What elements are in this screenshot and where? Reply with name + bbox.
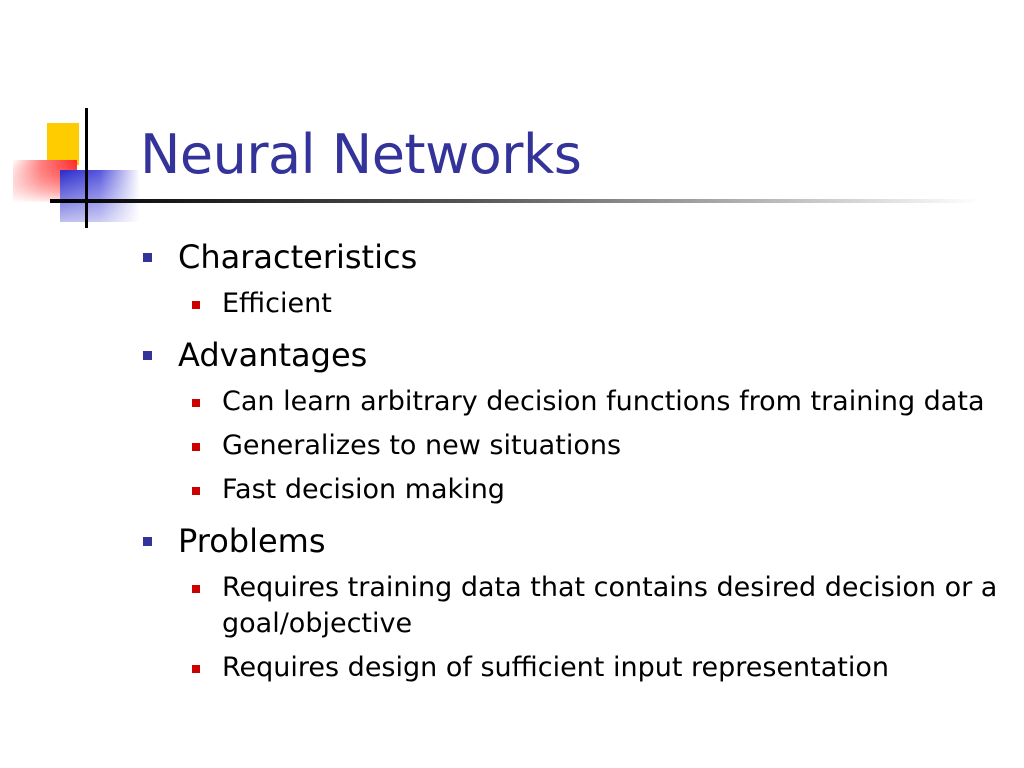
square-bullet-icon xyxy=(143,351,152,360)
sub-bullet-text: Fast decision making xyxy=(222,474,505,505)
sub-bullet-text: Requires training data that contains des… xyxy=(222,572,998,639)
bullet-label: Characteristics xyxy=(178,238,418,276)
sub-bullet-text: Can learn arbitrary decision functions f… xyxy=(222,386,985,417)
sub-bullet-fast-decision: Fast decision making xyxy=(140,472,1010,508)
sub-bullet-text: Requires design of sufficient input repr… xyxy=(222,652,890,683)
square-bullet-icon xyxy=(192,301,200,309)
logo-vertical-line xyxy=(85,108,88,228)
square-bullet-icon xyxy=(192,665,200,673)
bullet-advantages: Advantages xyxy=(140,334,1010,376)
slide-logo xyxy=(13,108,140,228)
slide-title: Neural Networks xyxy=(140,123,582,186)
square-bullet-icon xyxy=(143,537,152,546)
sub-bullet-training-data: Requires training data that contains des… xyxy=(140,570,1010,642)
square-bullet-icon xyxy=(192,443,200,451)
sub-bullet-text: Efficient xyxy=(222,288,332,319)
sub-bullet-efficient: Efficient xyxy=(140,286,1010,322)
square-bullet-icon xyxy=(192,585,200,593)
sub-bullet-generalizes: Generalizes to new situations xyxy=(140,428,1010,464)
bullet-label: Problems xyxy=(178,522,326,560)
logo-yellow-square xyxy=(47,123,79,165)
square-bullet-icon xyxy=(143,253,152,262)
bullet-characteristics: Characteristics xyxy=(140,236,1010,278)
square-bullet-icon xyxy=(192,399,200,407)
sub-bullet-arbitrary-functions: Can learn arbitrary decision functions f… xyxy=(140,384,1010,420)
square-bullet-icon xyxy=(192,487,200,495)
title-underline xyxy=(50,199,980,203)
bullet-problems: Problems xyxy=(140,520,1010,562)
sub-bullet-text: Generalizes to new situations xyxy=(222,430,622,461)
bullet-label: Advantages xyxy=(178,336,368,374)
sub-bullet-input-representation: Requires design of sufficient input repr… xyxy=(140,650,1010,686)
bullet-list: Characteristics Efficient Advantages Can… xyxy=(140,236,1010,686)
